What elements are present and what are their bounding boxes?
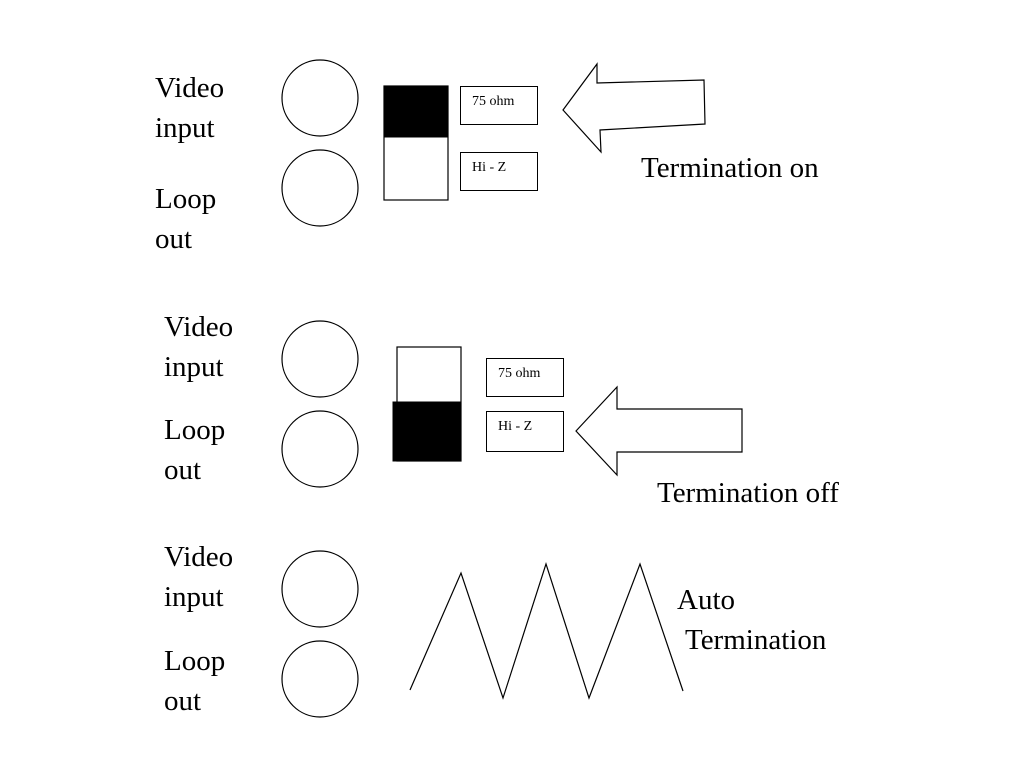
video-input-label-line1: Video [155, 72, 225, 104]
video-input-label: Video input [155, 68, 224, 148]
video-input-label-line2: input [164, 351, 224, 383]
left-arrow-icon [575, 385, 743, 477]
video-input-label-line2: input [164, 581, 224, 613]
loop-out-label: Loop out [155, 179, 216, 259]
video-input-label: Video input [164, 537, 233, 617]
loop-out-label: Loop out [164, 410, 225, 490]
mode-auto-line2: Termination [685, 624, 827, 656]
left-arrow-icon [562, 62, 706, 154]
video-input-connector-icon [281, 320, 359, 398]
mode-auto-termination: Auto Termination [677, 580, 826, 660]
loop-out-connector-icon [281, 149, 359, 227]
loop-out-label-line1: Loop [164, 645, 226, 677]
video-input-label-line1: Video [164, 541, 234, 573]
mode-termination-on: Termination on [641, 152, 819, 184]
video-input-label: Video input [164, 307, 233, 387]
loop-out-connector-icon [281, 410, 359, 488]
loop-out-label-line2: out [164, 454, 202, 486]
loop-out-label-line1: Loop [164, 414, 226, 446]
zigzag-icon [409, 562, 684, 700]
mode-auto-line1: Auto [677, 584, 735, 616]
loop-out-label: Loop out [164, 641, 225, 721]
switch-option-hi-z: Hi - Z [460, 152, 538, 191]
switch-knob-selected [383, 85, 449, 138]
switch-option-hi-z: Hi - Z [486, 411, 564, 452]
video-input-label-line2: input [155, 112, 215, 144]
loop-out-label-line1: Loop [155, 183, 217, 215]
switch-option-75-ohm: 75 ohm [460, 86, 538, 125]
video-input-connector-icon [281, 550, 359, 628]
loop-out-label-line2: out [164, 685, 202, 717]
loop-out-label-line2: out [155, 223, 193, 255]
video-input-connector-icon [281, 59, 359, 137]
mode-termination-off: Termination off [657, 477, 839, 509]
switch-option-75-ohm: 75 ohm [486, 358, 564, 397]
loop-out-connector-icon [281, 640, 359, 718]
video-input-label-line1: Video [164, 311, 234, 343]
switch-knob-selected [392, 401, 462, 462]
